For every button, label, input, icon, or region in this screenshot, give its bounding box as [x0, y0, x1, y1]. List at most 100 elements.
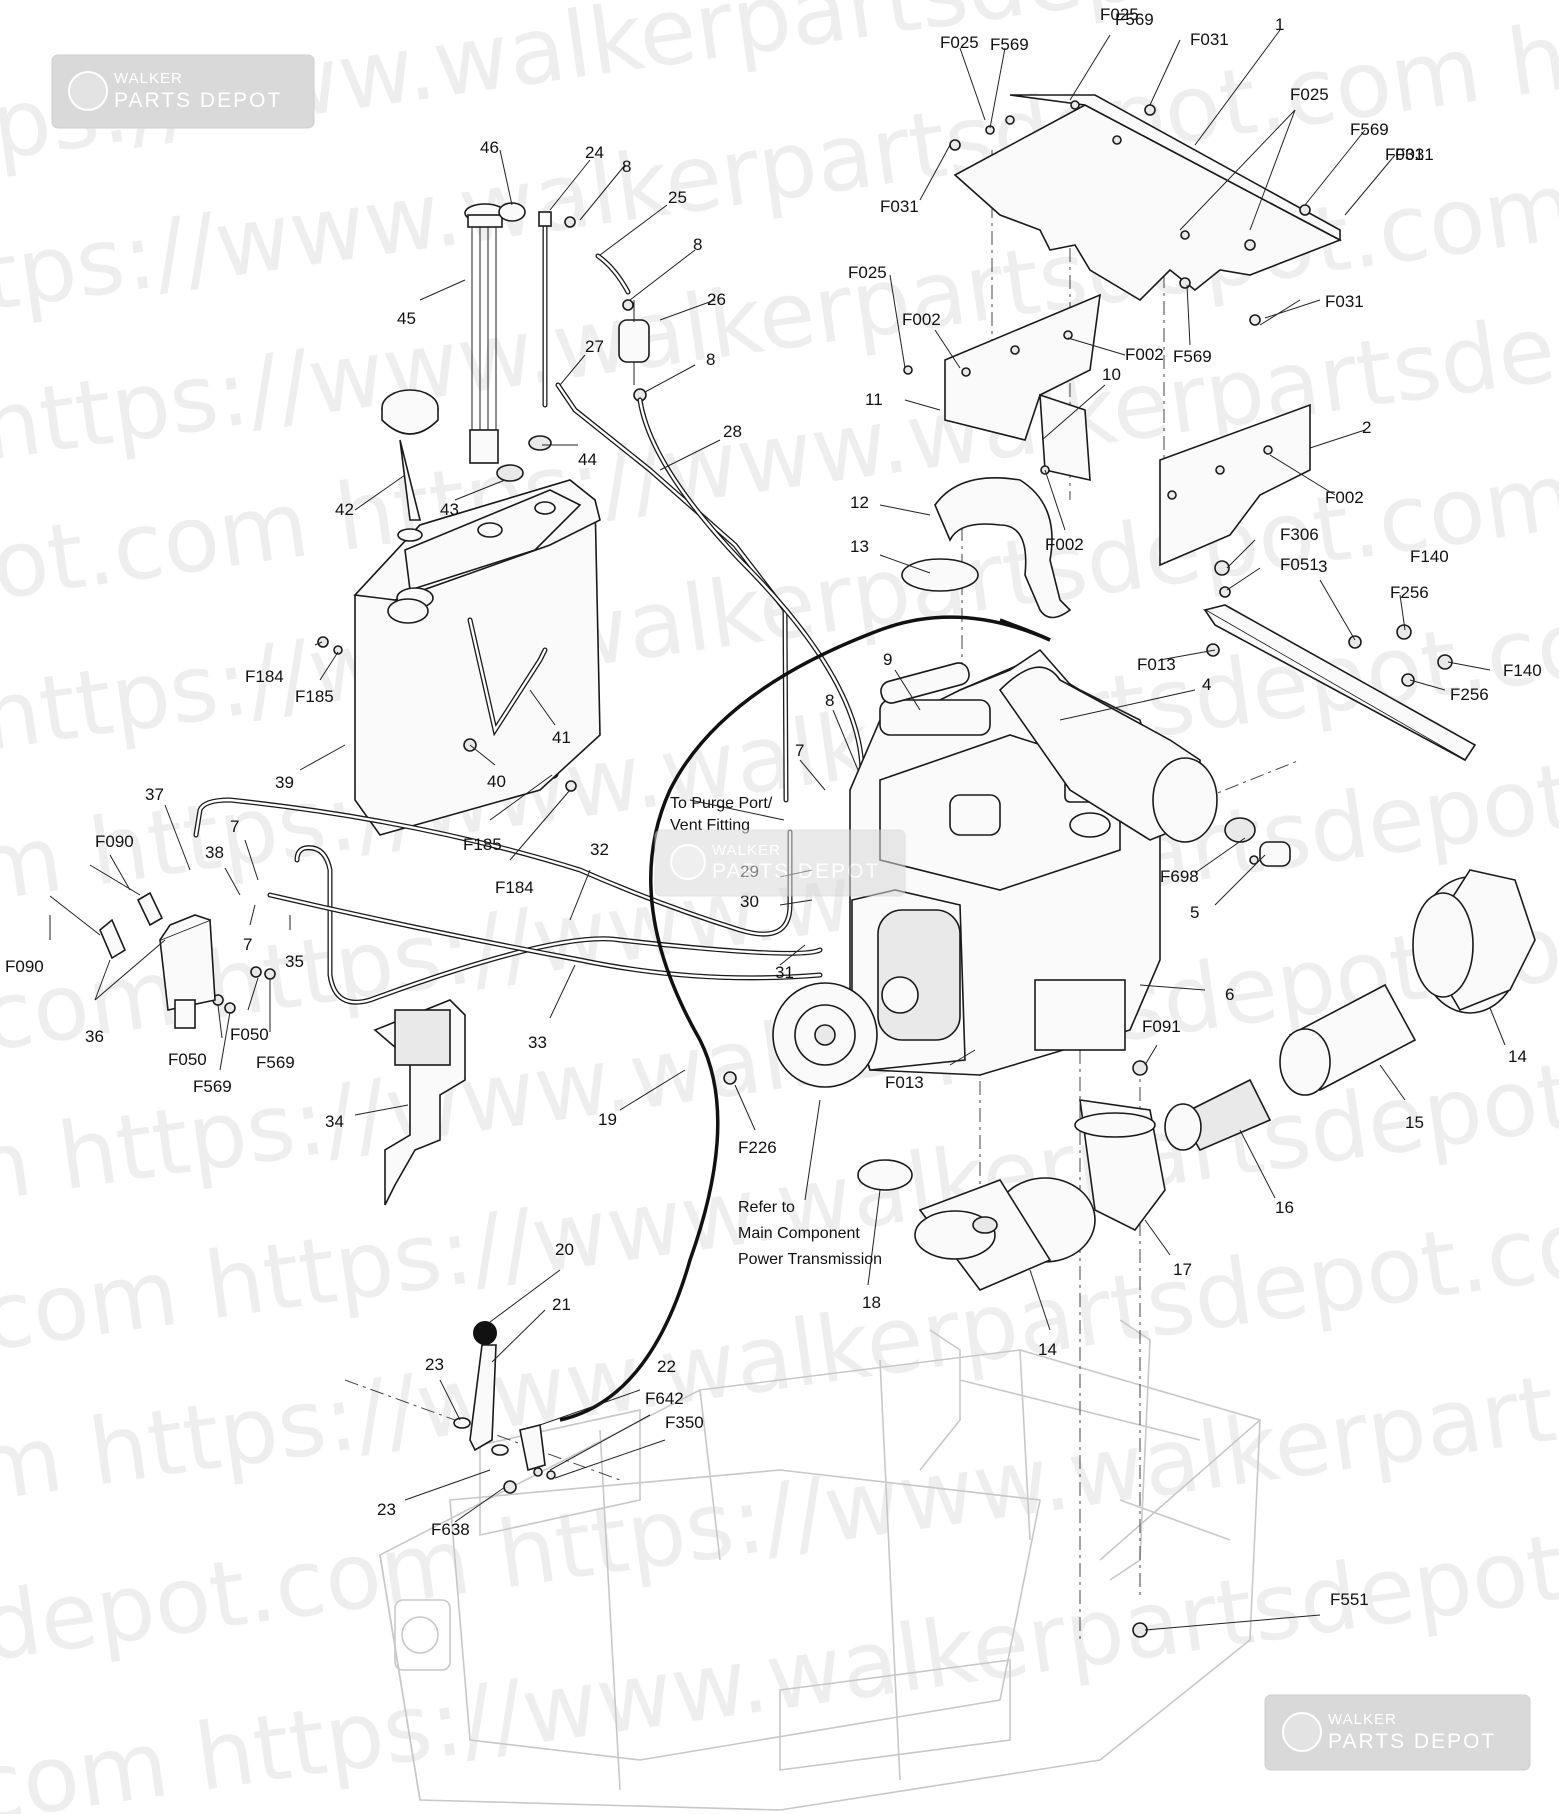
support-bar-3 [1202, 604, 1477, 762]
fasteners [212, 100, 1453, 1638]
air-filter-assembly [857, 869, 1536, 1291]
callout-label: F226 [738, 1138, 777, 1157]
callout-label: F050 [168, 1050, 207, 1069]
grommets [496, 435, 552, 482]
brand-name-bottom: PARTS DEPOT [114, 89, 282, 112]
callout-label: 7 [243, 935, 252, 954]
callout-label: F551 [1330, 1590, 1369, 1609]
callout-label: 8 [825, 691, 834, 710]
callout-label: 34 [325, 1112, 344, 1131]
air-intake-housing [998, 666, 1291, 867]
pickup-tube [538, 211, 552, 408]
callout-label: 44 [578, 450, 597, 469]
callout-label: F184 [495, 878, 534, 897]
callout-label: 31 [775, 963, 794, 982]
callout-label: F002 [902, 310, 941, 329]
callout-label: 9 [883, 650, 892, 669]
callout-label: F350 [665, 1413, 704, 1432]
purge-port-note-line1: To Purge Port/ [670, 795, 773, 812]
callout-label: 40 [487, 772, 506, 791]
fuel-lines [555, 382, 865, 803]
canister-bracket [373, 999, 466, 1206]
brand-logo-icon [68, 71, 108, 111]
callout-label: F025 [848, 263, 887, 282]
callout-label: 3 [1318, 557, 1327, 576]
brand-name-top: WALKER [1328, 1711, 1397, 1728]
vent-canister [49, 864, 216, 1029]
callout-label: F002 [1125, 345, 1164, 364]
callout-label: F638 [431, 1520, 470, 1539]
callout-label: F002 [1325, 488, 1364, 507]
callout-label: F091 [1142, 1017, 1181, 1036]
callout-label: F569 [1350, 120, 1389, 139]
callout-label: F025 [1100, 5, 1139, 24]
callout-label: F051 [1280, 555, 1319, 574]
callout-label: 37 [145, 785, 164, 804]
callout-label: 17 [1173, 1260, 1192, 1279]
refer-note-line1: Refer to [738, 1199, 795, 1216]
callout-label: 7 [795, 741, 804, 760]
refer-note-line3: Power Transmission [738, 1251, 882, 1268]
brand-name-top: WALKER [114, 70, 183, 87]
callout-label: 15 [1405, 1113, 1424, 1132]
callout-label: F306 [1280, 525, 1319, 544]
callout-label: 6 [1225, 985, 1234, 1004]
callout-label: F031 [1190, 30, 1229, 49]
callout-label: F185 [463, 835, 502, 854]
callout-label: 24 [585, 143, 604, 162]
brand-badge-bottom: WALKER PARTS DEPOT [1264, 1694, 1531, 1771]
fuel-cap [381, 389, 439, 542]
throttle-cable [559, 615, 1051, 1422]
callout-label: F256 [1390, 583, 1429, 602]
brand-badge-top: WALKER PARTS DEPOT [51, 54, 315, 129]
throttle-lever [453, 1321, 546, 1472]
callout-label: 46 [480, 138, 499, 157]
vent-hoses [193, 797, 823, 1005]
brand-name-bottom: PARTS DEPOT [1328, 1730, 1496, 1753]
callout-label: F002 [1045, 535, 1084, 554]
brand-name-bottom: PARTS DEPOT [712, 860, 880, 883]
callout-label: 16 [1275, 1198, 1294, 1217]
callout-label: 1 [1275, 15, 1284, 34]
callout-label: 2 [1362, 418, 1371, 437]
shroud-bracket-10-11 [944, 293, 1101, 482]
fuel-tank [353, 479, 601, 836]
shroud-bracket-2 [1159, 403, 1311, 567]
callout-label: 19 [598, 1110, 617, 1129]
leader-lines [49, 29, 1506, 1631]
callout-label: F050 [230, 1025, 269, 1044]
callout-label: 42 [335, 500, 354, 519]
callout-label: 30 [740, 892, 759, 911]
callout-label: 32 [590, 840, 609, 859]
callout-label: F031 [1395, 145, 1434, 164]
callout-label: 45 [397, 309, 416, 328]
callout-label: F569 [1115, 10, 1154, 29]
callout-label: 36 [85, 1027, 104, 1046]
callout-label: F090 [95, 832, 134, 851]
callout-label: 26 [707, 290, 726, 309]
callout-label: F184 [245, 667, 284, 686]
brand-badge-center: WALKER PARTS DEPOT [654, 829, 906, 897]
callout-label: F642 [645, 1389, 684, 1408]
callout-label: 13 [850, 537, 869, 556]
callout-label: F013 [1137, 655, 1176, 674]
callout-label: 33 [528, 1033, 547, 1052]
intake-elbow [880, 477, 1072, 704]
brand-name-top: WALKER [712, 842, 781, 859]
callout-label: 23 [425, 1355, 444, 1374]
callout-label: 8 [706, 350, 715, 369]
callout-label: 25 [668, 188, 687, 207]
callout-label: 10 [1102, 365, 1121, 384]
callout-label: 23 [377, 1500, 396, 1519]
callout-label: 22 [657, 1357, 676, 1376]
callout-label: 14 [1038, 1340, 1057, 1359]
brand-logo-icon [670, 844, 706, 880]
callout-label: F569 [990, 35, 1029, 54]
callout-label: 7 [230, 817, 239, 836]
callout-label: F185 [295, 687, 334, 706]
refer-note-line2: Main Component [738, 1225, 860, 1242]
callout-label: F569 [1173, 347, 1212, 366]
callout-label: 39 [275, 773, 294, 792]
callout-label: F031 [1325, 292, 1364, 311]
